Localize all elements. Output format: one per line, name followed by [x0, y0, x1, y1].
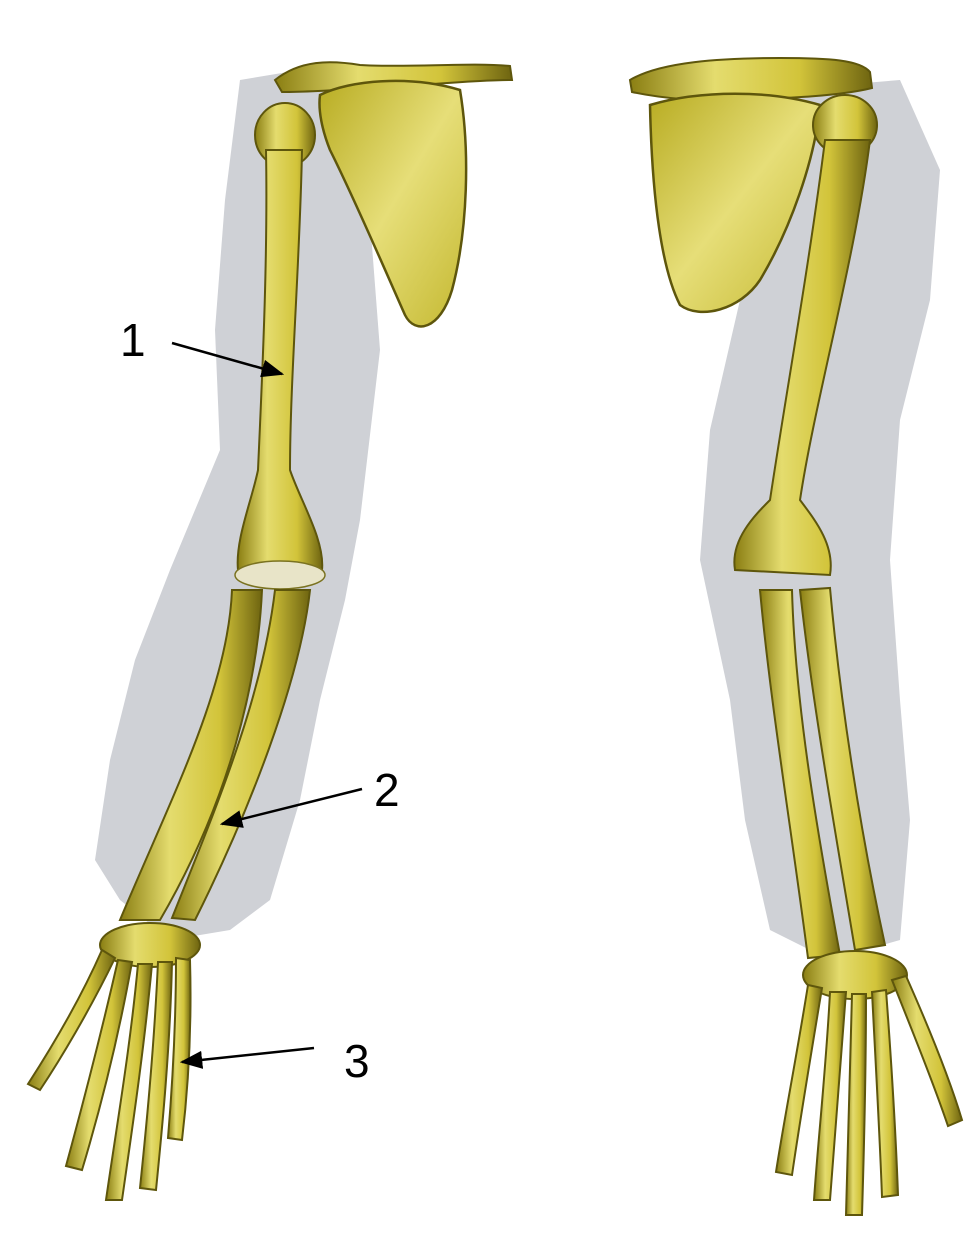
callout-3-arrow: [182, 1048, 314, 1062]
left-elbow-joint: [235, 561, 325, 589]
right-hand-phalanges: [776, 976, 962, 1215]
callout-2-label: 2: [374, 764, 400, 816]
left-hand-phalanges: [28, 950, 191, 1200]
left-arm-anterior-view: [28, 62, 512, 1200]
callout-1-label: 1: [120, 314, 146, 366]
right-arm-posterior-view: [630, 58, 962, 1215]
callout-3-label: 3: [344, 1035, 370, 1087]
callout-3: 3: [182, 1035, 370, 1087]
